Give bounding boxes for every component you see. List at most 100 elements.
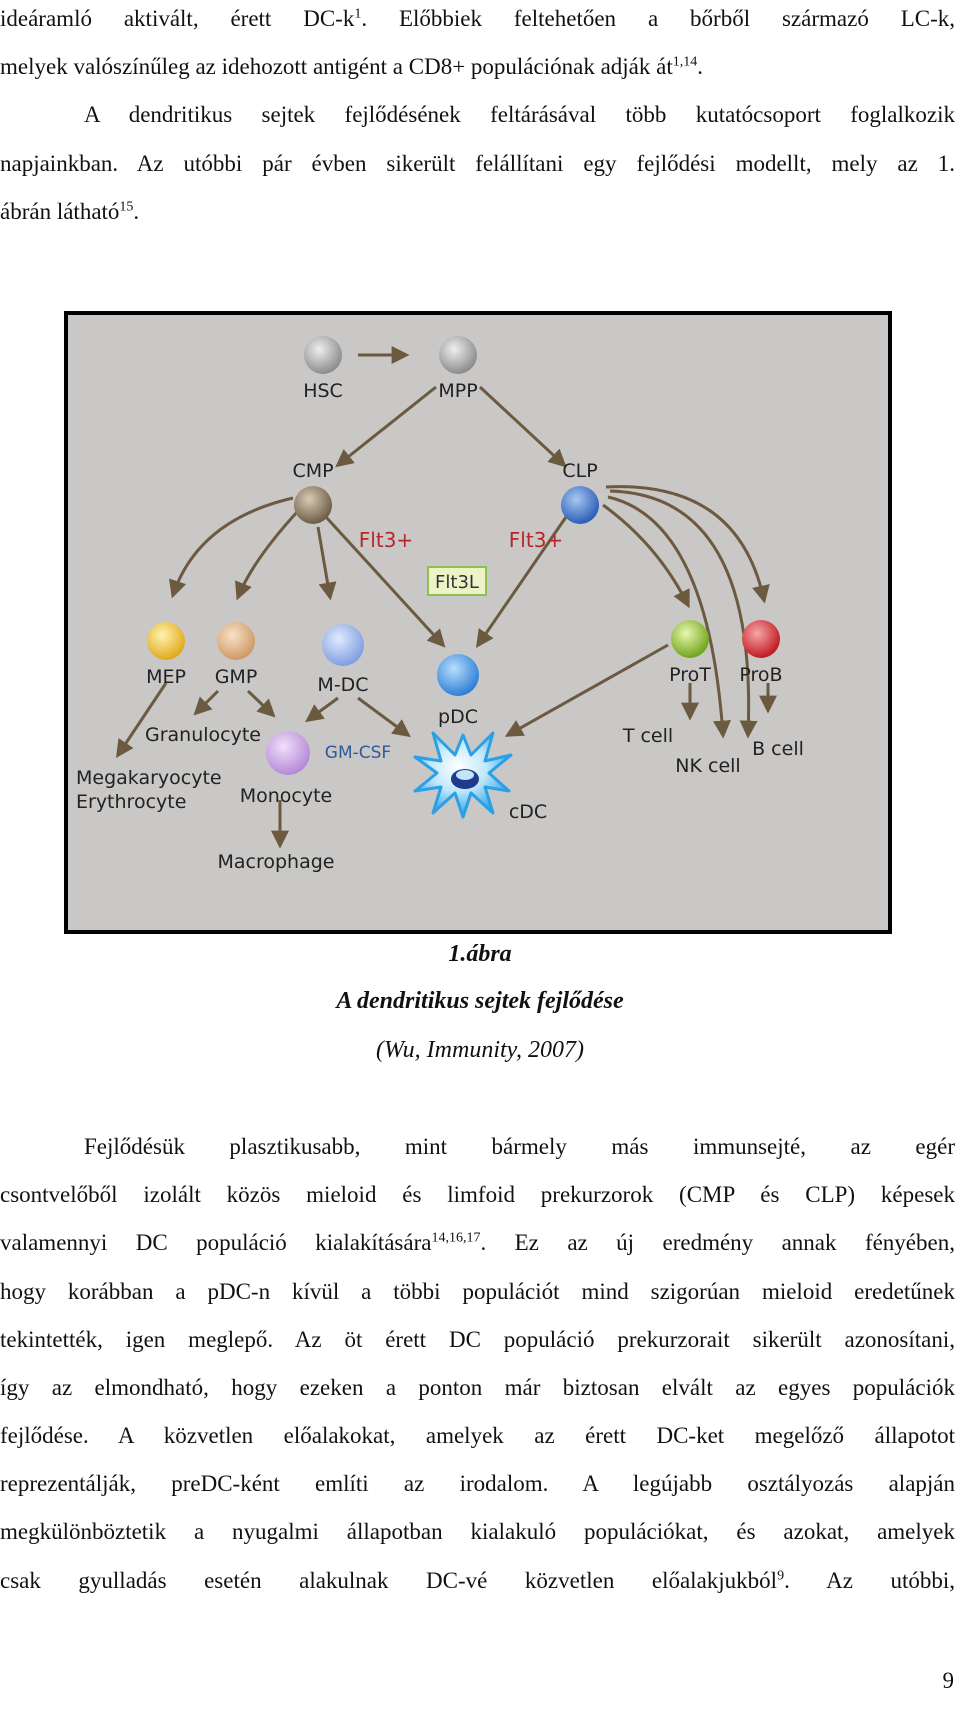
arrow-cmp-mep [169, 496, 294, 599]
text: fejlődése. A közvetlen előalakokat, amel… [0, 1423, 955, 1448]
text: tekintették, igen meglepő. Az öt érett D… [0, 1327, 955, 1352]
text-line-2: melyek valószínűleg az idehozott antigén… [0, 52, 955, 82]
text-line-11: így az elmondható, hogy ezeken a ponton … [0, 1373, 955, 1403]
arrow-mpp-cmp [335, 385, 437, 468]
bcell-label: B cell [752, 738, 804, 760]
arrow-gmp-granulocyte [193, 689, 220, 716]
flt3l-box [427, 566, 487, 596]
text: . Előbbiek feltehetően a bőrből származó… [361, 6, 956, 31]
text-line-5: ábrán látható15. [0, 197, 955, 227]
cdc-cell [413, 731, 513, 819]
gmp-cell [217, 622, 255, 660]
granulocyte-label: Granulocyte [145, 724, 261, 746]
arrow-clp-prob [605, 485, 770, 604]
text: csontvelőből izolált közös mieloid és li… [0, 1182, 955, 1207]
mpp-label: MPP [438, 380, 477, 402]
citation: 9 [777, 1568, 785, 1584]
text-line-7: csontvelőből izolált közös mieloid és li… [0, 1180, 955, 1210]
figure-title: A dendritikus sejtek fejlődése [336, 988, 624, 1014]
lineage-diagram: HSC MPP CMP CLP MEP GMP M-DC pDC ProT Pr… [76, 336, 804, 873]
text: melyek valószínűleg az idehozott antigén… [0, 54, 673, 79]
text-line-14: megkülönböztetik a nyugalmi állapotban k… [0, 1517, 955, 1547]
arrow-clp-prot [602, 503, 690, 609]
prot-label: ProT [669, 664, 711, 686]
arrow-clp-nk-2 [609, 489, 758, 739]
arrow-cmp-mdc [316, 526, 337, 601]
monocyte-label: Monocyte [240, 785, 333, 807]
cmp-cell [294, 486, 332, 524]
figure-source: (Wu, Immunity, 2007) [376, 1037, 584, 1063]
citation: 1 [354, 6, 362, 22]
hsc-cell [304, 336, 342, 374]
text: Fejlődésük plasztikusabb, mint bármely m… [84, 1134, 955, 1159]
flt3-right-label: Flt3+ [509, 528, 563, 552]
cdc-label: cDC [509, 801, 547, 823]
mpp-cell [439, 336, 477, 374]
cmp-label: CMP [292, 460, 333, 482]
text-line-15: csak gyulladás esetén alakulnak DC-vé kö… [0, 1566, 955, 1596]
prob-label: ProB [739, 664, 782, 686]
figure-number: 1.ábra [448, 941, 512, 967]
page-number: 9 [942, 1668, 955, 1693]
arrow-cmp-pdc [324, 515, 446, 648]
text: . [133, 199, 140, 224]
arrow-cmp-gmp [235, 509, 300, 601]
arrow-mdc-monocyte [305, 696, 339, 723]
monocyte-cell [266, 731, 310, 775]
text: megkülönböztetik a nyugalmi állapotban k… [0, 1519, 955, 1544]
text-line-6: Fejlődésük plasztikusabb, mint bármely m… [84, 1132, 955, 1162]
prob-cell [742, 620, 780, 658]
mdc-cell [322, 624, 364, 666]
arrow-prot-cdc [504, 643, 669, 737]
cells [147, 336, 780, 819]
text-line-13: reprezentálják, preDC-ként említi az iro… [0, 1469, 955, 1499]
gmcsf-label: GM-CSF [325, 743, 391, 763]
mdc-label: M-DC [317, 674, 368, 696]
text: napjainkban. Az utóbbi pár évben sikerül… [0, 151, 955, 176]
arrow-mdc-cdc [357, 696, 411, 738]
text-line-1: ideáramló aktivált, érett DC-k1. Előbbie… [0, 4, 955, 34]
text: . Az utóbbi, [784, 1568, 955, 1593]
arrow-clp-nk [607, 495, 731, 739]
pdc-cell [437, 654, 479, 696]
text: csak gyulladás esetén alakulnak DC-vé kö… [0, 1568, 778, 1593]
text-line-9: hogy korábban a pDC-n kívül a többi popu… [0, 1277, 955, 1307]
text-line-8: valamennyi DC populáció kialakítására14,… [0, 1228, 955, 1258]
arrow-gmp-monocyte [246, 689, 276, 718]
citation: 1,14 [672, 54, 698, 70]
text: valamennyi DC populáció kialakítására [0, 1230, 432, 1255]
nkcell-label: NK cell [675, 755, 740, 777]
clp-label: CLP [562, 460, 597, 482]
text: így az elmondható, hogy ezeken a ponton … [0, 1375, 955, 1400]
text: ábrán látható [0, 199, 120, 224]
arrow-clp-pdc [475, 516, 568, 648]
flt3-left-label: Flt3+ [359, 528, 413, 552]
text-line-4: napjainkban. Az utóbbi pár évben sikerül… [0, 149, 955, 179]
pdc-label: pDC [438, 706, 478, 728]
text-line-10: tekintették, igen meglepő. Az öt érett D… [0, 1325, 955, 1355]
gmp-label: GMP [215, 666, 258, 688]
erythrocyte-label: Erythrocyte [76, 791, 186, 813]
citation: 15 [119, 199, 134, 215]
mep-cell [147, 622, 185, 660]
tcell-label: T cell [622, 725, 673, 747]
arrow-mpp-clp [478, 385, 567, 468]
dc-development-figure: HSC MPP CMP CLP MEP GMP M-DC pDC ProT Pr… [64, 311, 892, 934]
megakaryocyte-label: Megakaryocyte [76, 767, 222, 789]
hsc-label: HSC [303, 380, 343, 402]
text-line-12: fejlődése. A közvetlen előalakokat, amel… [0, 1421, 955, 1451]
clp-cell [561, 486, 599, 524]
prot-cell [671, 620, 709, 658]
text: . Ez az új eredmény annak fényében, [480, 1230, 955, 1255]
text: hogy korábban a pDC-n kívül a többi popu… [0, 1279, 955, 1304]
citation: 14,16,17 [431, 1230, 481, 1246]
text: ideáramló aktivált, érett DC-k [0, 6, 355, 31]
text: . [697, 54, 703, 79]
text: A dendritikus sejtek fejlődésének feltár… [84, 102, 955, 127]
flt3l-label: Flt3L [435, 572, 479, 593]
mep-label: MEP [146, 666, 186, 688]
text: reprezentálják, preDC-ként említi az iro… [0, 1471, 955, 1496]
macrophage-label: Macrophage [218, 851, 335, 873]
lineage-arrows [116, 346, 777, 849]
text-line-3: A dendritikus sejtek fejlődésének feltár… [84, 100, 955, 130]
